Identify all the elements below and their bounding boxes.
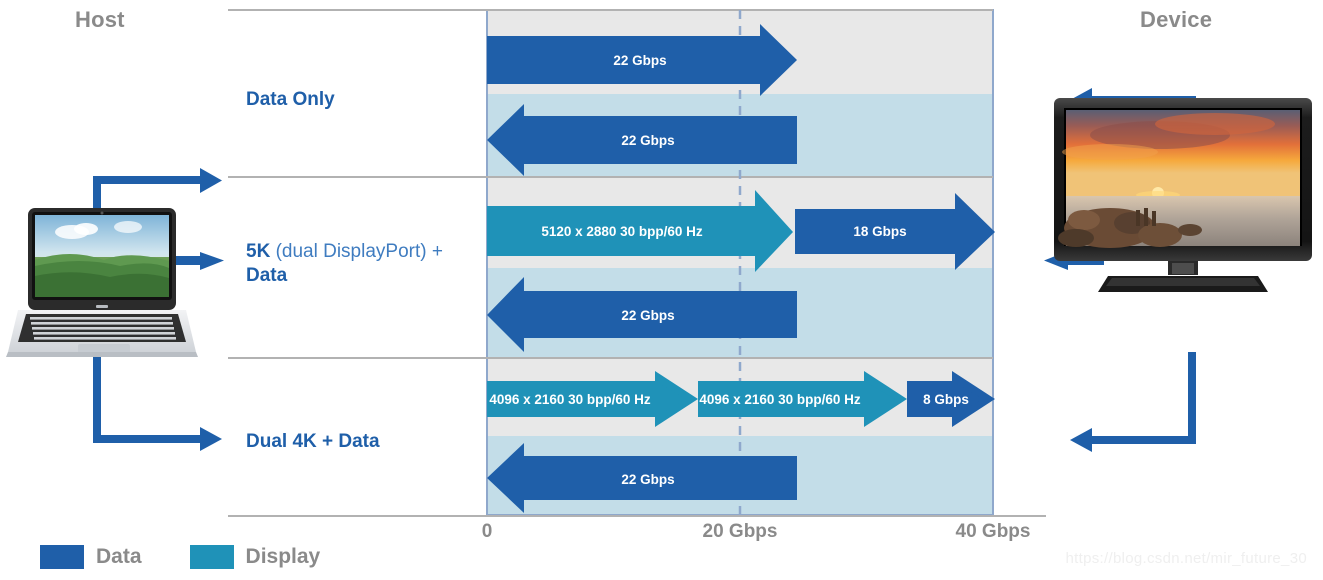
row2-label-bold: 5K: [246, 241, 271, 262]
host-graphics-group: [6, 168, 224, 451]
row1-upstream-label: 22 Gbps: [613, 53, 666, 68]
laptop-icon: [6, 208, 198, 357]
axis-tick-0: 0: [481, 521, 493, 542]
row1-downstream-arrow: 22 Gbps: [487, 104, 797, 176]
row3-data-label: 8 Gbps: [923, 392, 969, 407]
row3-display-label-1: 4096 x 2160 30 bpp/60 Hz: [489, 392, 651, 407]
legend-item-display: Display: [189, 545, 321, 569]
row2-data-label: 18 Gbps: [853, 224, 906, 239]
row-label-data-only: Data Only: [246, 88, 335, 112]
legend-item-data: Data: [40, 545, 142, 569]
legend-label-data: Data: [96, 545, 142, 568]
chart-bands: [487, 10, 993, 515]
host-label: Host: [75, 7, 125, 32]
monitor-icon: [1054, 98, 1312, 292]
watermark-text: https://blog.csdn.net/mir_future_30: [1065, 550, 1307, 567]
axis-tick-40: 40 Gbps: [955, 521, 1031, 542]
row3-display-arrow-1: 4096 x 2160 30 bpp/60 Hz: [487, 371, 698, 427]
device-connector-arrow-bottom: [1070, 352, 1196, 452]
data-swatch-icon: [40, 545, 84, 569]
row-dividers: [228, 9, 1046, 517]
row3-label-bold: Dual 4K + Data: [246, 431, 380, 452]
row3-display-label-2: 4096 x 2160 30 bpp/60 Hz: [699, 392, 861, 407]
row2-label-bold-tail: Data: [246, 265, 288, 286]
device-label: Device: [1140, 7, 1213, 32]
row1-upstream-arrow: 22 Gbps: [487, 24, 797, 96]
legend-label-display: Display: [245, 545, 321, 568]
host-connector-arrow-middle: [165, 252, 224, 270]
row3-downstream-arrow: 22 Gbps: [487, 443, 797, 513]
display-swatch-icon: [189, 545, 234, 569]
row-label-dual4k: Dual 4K + Data: [246, 430, 380, 454]
row2-upstream-data-arrow: 18 Gbps: [795, 193, 995, 270]
row1-label-bold: Data Only: [246, 89, 335, 110]
row2-downstream-arrow: 22 Gbps: [487, 277, 797, 352]
chart-legend: Data Display: [40, 545, 320, 569]
row3-data-arrow: 8 Gbps: [907, 371, 995, 427]
row2-label-light: (dual DisplayPort) +: [270, 241, 443, 262]
row3-downstream-label: 22 Gbps: [621, 472, 674, 487]
row3-display-arrow-2: 4096 x 2160 30 bpp/60 Hz: [698, 371, 907, 427]
host-connector-arrow-bottom: [93, 343, 222, 451]
axis-tick-20: 20 Gbps: [702, 521, 778, 542]
device-graphics-group: [1044, 88, 1312, 452]
row2-display-label: 5120 x 2880 30 bpp/60 Hz: [541, 224, 703, 239]
row-label-5k: 5K (dual DisplayPort) + Data: [246, 240, 443, 288]
row1-downstream-label: 22 Gbps: [621, 133, 674, 148]
row2-downstream-label: 22 Gbps: [621, 308, 674, 323]
row2-upstream-display-arrow: 5120 x 2880 30 bpp/60 Hz: [487, 190, 793, 272]
